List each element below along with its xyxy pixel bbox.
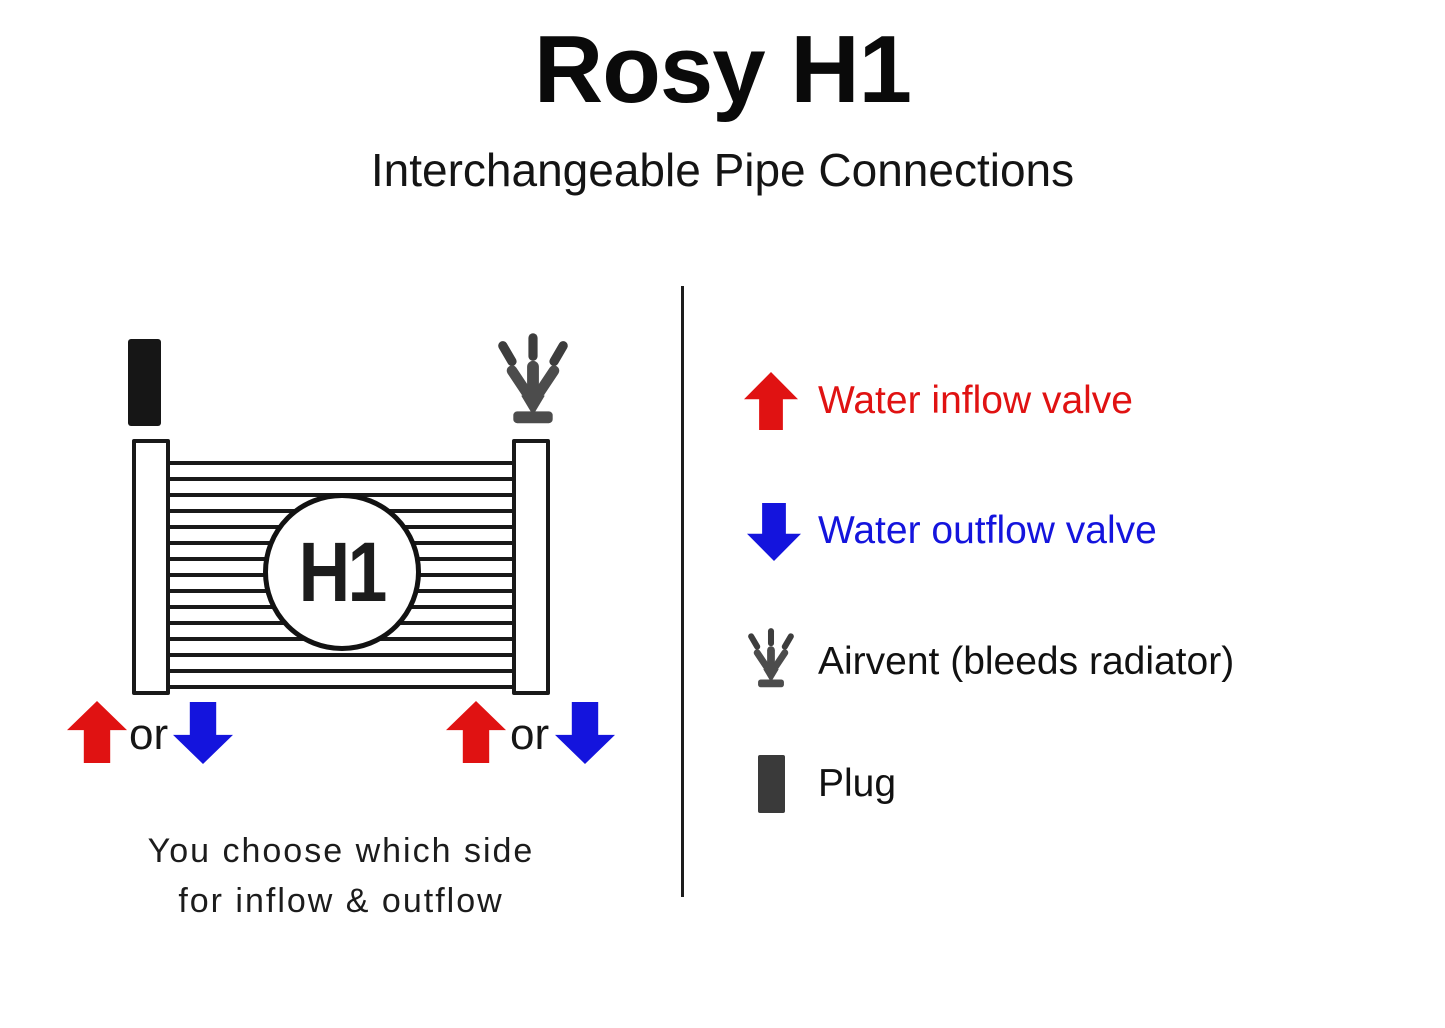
outflow-arrow-icon [555,702,615,764]
arrow-up-icon [744,372,798,430]
divider-line [681,286,684,897]
diagram-caption: You choose which side for inflow & outfl… [81,826,601,926]
legend-label-outflow: Water outflow valve [818,509,1157,552]
legend-label-inflow: Water inflow valve [818,379,1133,422]
caption-line-2: for inflow & outflow [178,882,504,920]
legend-label-plug: Plug [818,762,897,805]
airvent-icon [498,333,568,424]
legend-label-airvent: Airvent (bleeds radiator) [818,640,1235,683]
arrow-down-icon [747,503,801,561]
outflow-arrow-icon [173,702,233,764]
page-title: Rosy H1 [533,16,912,123]
radiator-right-rail [512,439,550,695]
radiator-model-badge: H1 [263,493,421,651]
plug-icon [128,339,161,426]
or-label: or [129,710,169,759]
page-subtitle: Interchangeable Pipe Connections [370,144,1075,196]
caption-line-1: You choose which side [147,832,535,870]
radiator-model-label: H1 [298,524,388,619]
or-label: or [510,710,550,759]
inflow-arrow-icon [67,701,127,763]
airvent-icon [748,628,794,688]
inflow-arrow-icon [446,701,506,763]
plug-icon [758,755,785,813]
radiator-left-rail [132,439,170,695]
